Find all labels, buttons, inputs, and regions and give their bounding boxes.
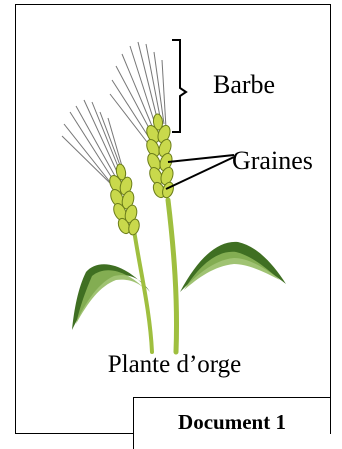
stem-right	[168, 200, 177, 352]
grains-label: Graines	[232, 148, 313, 174]
leaf-right	[180, 242, 286, 292]
awn-label: Barbe	[213, 72, 275, 98]
document-label-box: Document 1	[133, 397, 330, 449]
leaf-left	[72, 264, 150, 330]
document-title: Document 1	[134, 412, 330, 433]
awn-bracket	[172, 40, 186, 132]
figure-caption: Plante d’orge	[0, 352, 342, 377]
spike-left	[107, 163, 141, 236]
